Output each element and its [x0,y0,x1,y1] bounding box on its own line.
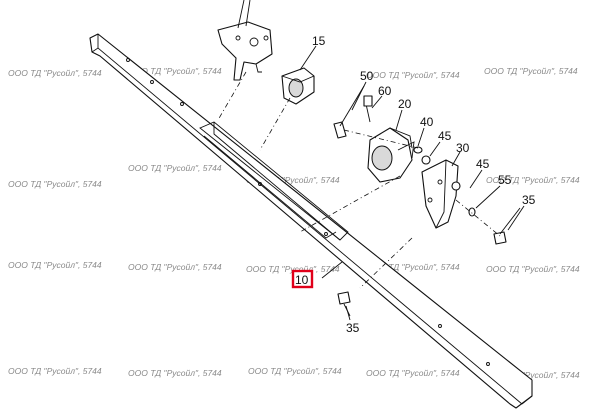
callout-55: 55 [498,173,512,187]
watermark: ООО ТД "Русойл", 5744 [248,366,342,376]
watermark: ООО ТД "Русойл", 5744 [366,70,460,80]
watermark: ООО ТД "Русойл", 5744 [8,179,102,189]
watermark: ООО ТД "Русойл", 5744 [8,260,102,270]
callout-40: 40 [420,115,434,129]
side-plate-part-30 [421,159,459,229]
fasteners [333,85,521,317]
callout-10[interactable]: 10 [295,273,309,287]
watermark: ООО ТД "Русойл", 5744 [246,264,340,274]
assembly-lines [217,71,501,289]
watermark: ООО ТД "Русойл", 5744 [8,366,102,376]
watermark: ООО ТД "Русойл", 5744 [366,262,460,272]
callout-45: 45 [438,129,452,143]
watermark-layer: ООО ТД "Русойл", 5744 ООО ТД "Русойл", 5… [8,66,580,380]
leader-lines [299,45,525,321]
watermark: ООО ТД "Русойл", 5744 [484,66,578,76]
callout-35-bottom: 35 [346,321,360,335]
watermark: ООО ТД "Русойл", 5744 [128,66,222,76]
bushing-part-15 [281,67,315,105]
watermark: ООО ТД "Русойл", 5744 [486,264,580,274]
watermark: ООО ТД "Русойл", 5744 [8,68,102,78]
callout-20: 20 [398,97,412,111]
watermark: ООО ТД "Русойл", 5744 [128,262,222,272]
highlight-box [291,269,314,289]
callout-15: 15 [312,34,326,48]
callout-60: 60 [378,84,392,98]
callout-50: 50 [360,69,374,83]
frame-beam [89,33,533,409]
watermark: ООО ТД "Русойл", 5744 [128,163,222,173]
watermark: ООО ТД "Русойл", 5744 [128,368,222,378]
callout-45b: 45 [476,157,490,171]
watermark: ООО ТД "Русойл", 5744 [366,368,460,378]
callout-labels: 15 50 60 20 40 45 30 45 55 35 10 35 [291,34,536,335]
watermark: ООО ТД "Русойл", 5744 [246,175,340,185]
callout-30: 30 [456,141,470,155]
watermark: ООО ТД "Русойл", 5744 [486,370,580,380]
bearing-housing-part-20 [367,127,415,183]
watermark: ООО ТД "Русойл", 5744 [486,175,580,185]
callout-35: 35 [522,193,536,207]
upper-bracket [217,0,273,81]
